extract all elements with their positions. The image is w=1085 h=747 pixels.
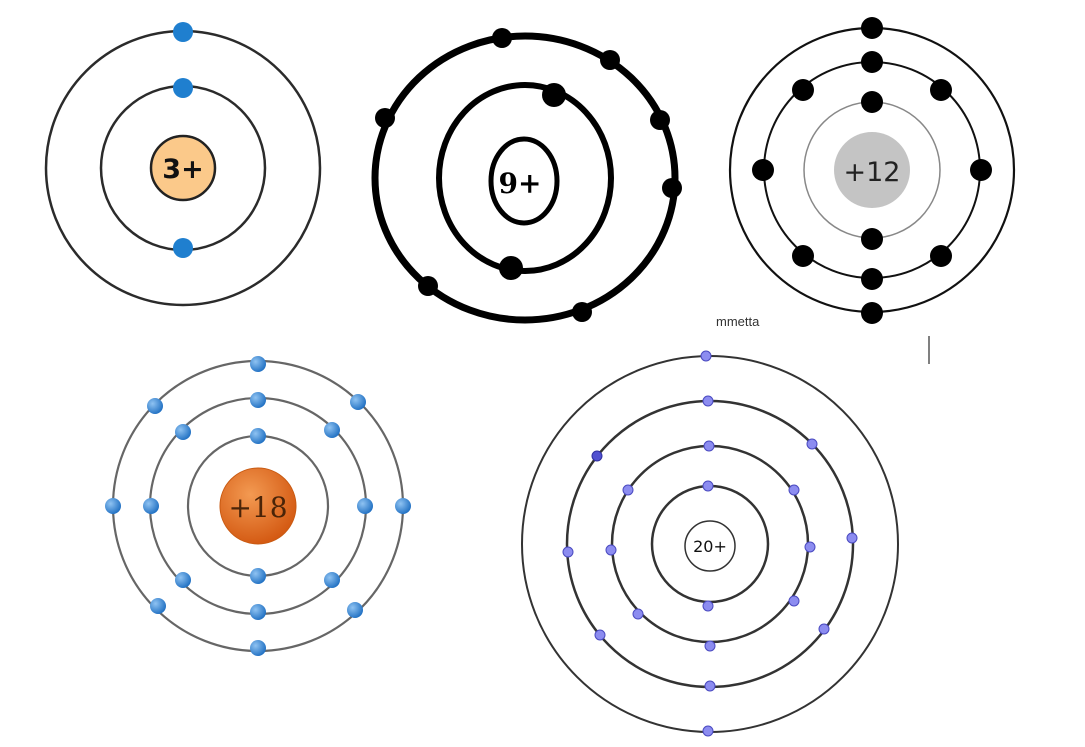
electron [788,595,800,607]
electron [591,450,603,462]
orbit-shell-1 [436,82,614,274]
electron [702,395,714,407]
electron [542,83,566,107]
electron [324,572,340,588]
electron [861,268,883,290]
electron [861,51,883,73]
electron [700,350,712,362]
electron [105,498,121,514]
nucleus [488,136,560,226]
electron [861,302,883,324]
electron [806,438,818,450]
atom-argon: +18 [105,356,411,656]
cropped-caption-text: mmetta [716,312,780,326]
electron [492,28,512,48]
electron [703,440,715,452]
electron [499,256,523,280]
electron [846,532,858,544]
electron [600,50,620,70]
electron [930,79,952,101]
nucleus-label: +12 [844,157,901,188]
electron [752,159,774,181]
electron [704,680,716,692]
electron [357,498,373,514]
electron [150,598,166,614]
electron [175,424,191,440]
atom-lithium: 3+ [44,22,322,307]
electron [173,238,193,258]
electron [804,541,816,553]
nucleus-label: +18 [228,491,287,524]
electron [347,602,363,618]
atom-magnesium: +12 [728,17,1016,324]
electron [594,629,606,641]
electron [395,498,411,514]
electron [375,108,395,128]
electron [702,725,714,737]
electron [788,484,800,496]
electron [605,544,617,556]
nucleus-label: 20+ [693,537,727,556]
electron [250,604,266,620]
electron [861,91,883,113]
nucleus [684,520,736,572]
electron [861,228,883,250]
electron [662,178,682,198]
electron [861,17,883,39]
electron [250,568,266,584]
electron [818,623,830,635]
electron [250,356,266,372]
electron [930,245,952,267]
atom-fluorine: 9+ [371,28,682,324]
electron [250,640,266,656]
nucleus-label: 3+ [162,154,203,185]
electron [173,22,193,42]
nucleus [219,467,297,545]
atom-calcium: 20+ [521,350,899,737]
electron [324,422,340,438]
electron [702,600,714,612]
electron [572,302,592,322]
electron [173,78,193,98]
electron [632,608,644,620]
electron [704,640,716,652]
electron [418,276,438,296]
electron [143,498,159,514]
electron [650,110,670,130]
orbit-shell-2 [371,32,679,324]
electron [250,392,266,408]
electron [562,546,574,558]
electron [350,394,366,410]
nucleus [834,132,910,208]
electron [702,480,714,492]
electron [792,79,814,101]
electron [622,484,634,496]
electron [792,245,814,267]
electron [175,572,191,588]
electron [970,159,992,181]
nucleus-label: 9+ [499,167,542,200]
caption-fragment-text: mmetta [716,314,760,326]
electron [250,428,266,444]
nucleus [149,134,217,202]
electron [147,398,163,414]
